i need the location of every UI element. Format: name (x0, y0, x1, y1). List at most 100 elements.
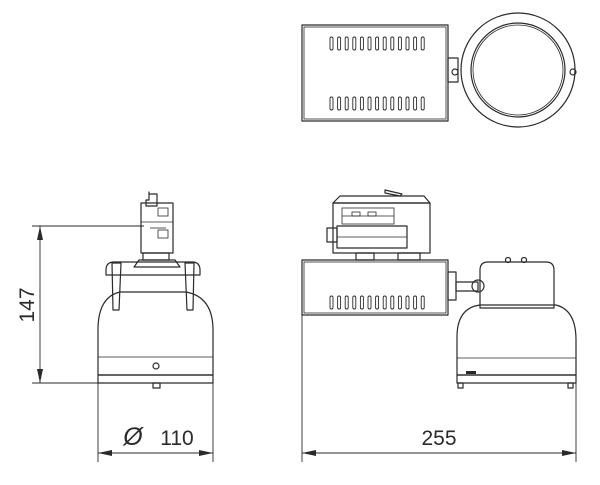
side-view-indicator (466, 371, 476, 374)
vent-slot (337, 295, 342, 310)
front-view-stem (142, 252, 170, 261)
vent-slot (397, 96, 402, 111)
vent-slot (337, 36, 342, 51)
vent-slot (375, 295, 380, 310)
front-view-adapter-top (145, 191, 158, 207)
front-view-right-bracket (184, 262, 195, 311)
side-view-adapter-slot-a (351, 211, 361, 217)
top-view-side-screw (569, 68, 577, 76)
side-view-adapter-knob (326, 227, 338, 243)
front-view (97, 191, 214, 389)
vent-slot (359, 36, 364, 51)
side-view-body (301, 259, 449, 316)
vent-slot (413, 36, 418, 51)
vent-slot (367, 295, 372, 310)
length-arrow-right (562, 450, 576, 456)
side-view-adapter-base (355, 252, 375, 261)
side-view-adapter-top (332, 195, 431, 204)
vent-slot (397, 36, 402, 51)
front-view-adapter-slot2 (157, 229, 169, 239)
front-view-left-bracket (111, 262, 122, 311)
vent-slot (375, 96, 380, 111)
vent-slot (413, 295, 418, 310)
front-view-foot (152, 382, 161, 389)
length-label: 255 (421, 427, 456, 450)
top-view-body (301, 24, 449, 122)
side-view-vent-slots (329, 295, 425, 310)
vent-slot (344, 96, 349, 111)
side-view-adapter-body (332, 202, 431, 254)
side-view-arm-mount (447, 271, 457, 301)
side-view-arm (455, 281, 479, 292)
front-view-shoulder (105, 261, 201, 276)
front-view-base (97, 374, 214, 384)
vent-slot (405, 36, 410, 51)
side-view-arm-joint (471, 279, 485, 293)
vent-slot (390, 295, 395, 310)
vent-slot (352, 295, 357, 310)
height-arrow-top (37, 226, 43, 240)
top-view-head-inner-ring-2 (472, 24, 564, 116)
vent-slot (329, 295, 334, 310)
vent-slot (367, 96, 372, 111)
vent-slot (344, 36, 349, 51)
side-view-head-cap (479, 261, 555, 309)
vent-slot (375, 36, 380, 51)
top-view-lower-vent-slots (329, 96, 425, 111)
vent-slot (405, 96, 410, 111)
side-view (301, 189, 577, 389)
vent-slot (337, 96, 342, 111)
top-view-upper-vent-slots (329, 36, 425, 51)
length-dimension: 255 (301, 315, 577, 462)
vent-slot (359, 96, 364, 111)
vent-slot (359, 295, 364, 310)
top-view-head-inner-ring (470, 22, 566, 118)
vent-slot (397, 295, 402, 310)
side-view-adapter-slot-b (367, 211, 377, 217)
vent-slot (382, 36, 387, 51)
side-view-head-screw-1 (504, 256, 512, 264)
front-view-neck (133, 259, 181, 268)
vent-slot (329, 96, 334, 111)
side-view-foot-right (567, 382, 574, 389)
diameter-symbol: Ø (122, 423, 144, 451)
front-view-head-body (97, 291, 214, 376)
vent-slot (420, 295, 425, 310)
diameter-arrow-right (199, 450, 213, 456)
diameter-dimension: Ø 110 (97, 383, 214, 462)
top-view-hinge-block (447, 57, 459, 83)
vent-slot (413, 96, 418, 111)
front-view-screw (152, 362, 160, 370)
side-view-adapter-base2 (397, 252, 421, 261)
vent-slot (367, 36, 372, 51)
side-view-head-screw-2 (520, 256, 528, 264)
length-arrow-left (302, 450, 316, 456)
height-dimension: 147 (16, 225, 144, 384)
vent-slot (390, 96, 395, 111)
vent-slot (390, 36, 395, 51)
vent-slot (405, 295, 410, 310)
diameter-label: 110 (160, 427, 193, 450)
height-label: 147 (16, 287, 39, 322)
vent-slot (352, 36, 357, 51)
vent-slot (352, 96, 357, 111)
vent-slot (382, 96, 387, 111)
top-view-hinge-screw (451, 68, 459, 76)
vent-slot (382, 295, 387, 310)
front-view-adapter-slot1 (157, 207, 169, 217)
vent-slot (420, 36, 425, 51)
side-view-head-body (456, 304, 577, 376)
top-view-head-outer-ring (460, 12, 576, 128)
top-view (301, 12, 577, 128)
vent-slot (420, 96, 425, 111)
side-view-adapter-clip (384, 189, 403, 197)
side-view-body-inner (303, 261, 447, 314)
diameter-arrow-left (98, 450, 112, 456)
vent-slot (329, 36, 334, 51)
side-view-foot-left (457, 382, 464, 389)
height-arrow-bottom (37, 369, 43, 383)
side-view-head-base (456, 374, 577, 384)
top-view-body-inner (303, 26, 447, 120)
vent-slot (344, 295, 349, 310)
